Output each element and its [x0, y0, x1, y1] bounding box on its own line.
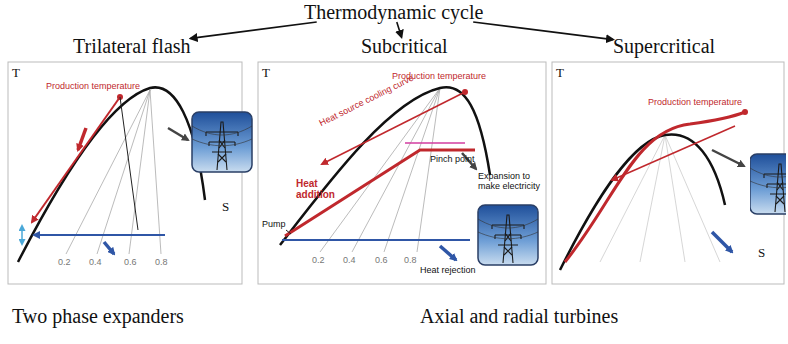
caption-text: Two phase expanders: [12, 305, 184, 327]
axis-label: T: [556, 66, 564, 80]
quality-value: 0.4: [89, 258, 102, 268]
caption-text: Axial and radial turbines: [420, 305, 618, 327]
axis-label: T: [12, 66, 20, 80]
heading-text: Thermodynamic cycle: [304, 0, 486, 24]
annotation: Heat source cooling curve: [318, 74, 416, 129]
axis-label: S: [758, 246, 765, 260]
cycle-heading: Supercritical: [610, 34, 718, 58]
annotation: Heat addition: [296, 178, 340, 200]
quality-value: 0.8: [404, 256, 417, 266]
quality-value: 0.2: [58, 258, 71, 268]
heading-text: Subcritical: [361, 34, 451, 58]
quality-value: 0.8: [155, 258, 168, 268]
quality-value: 0.4: [343, 256, 356, 266]
annotation: Pinch point: [430, 155, 475, 165]
annotation: Heat rejection: [420, 266, 476, 276]
axis-label: S: [222, 200, 229, 214]
branch-arrow: [397, 22, 402, 37]
heading-text: Supercritical: [613, 34, 718, 58]
quality-value: 0.2: [312, 256, 325, 266]
cycle-heading: Trilateral flash: [70, 34, 194, 58]
branch-arrow: [191, 22, 317, 38]
quality-value: 0.6: [124, 258, 137, 268]
annotation: Production temperature: [648, 98, 742, 108]
annotation: Expansion to make electricity: [478, 172, 544, 192]
annotation: Pump: [262, 220, 286, 230]
quality-value: 0.6: [375, 256, 388, 266]
cycle-heading: Subcritical: [358, 34, 451, 58]
branch-arrow: [473, 22, 613, 40]
annotation: Production temperature: [46, 82, 140, 92]
axis-label: T: [262, 66, 270, 80]
heading-text: Trilateral flash: [73, 34, 194, 58]
root-heading: Thermodynamic cycle: [301, 0, 486, 24]
